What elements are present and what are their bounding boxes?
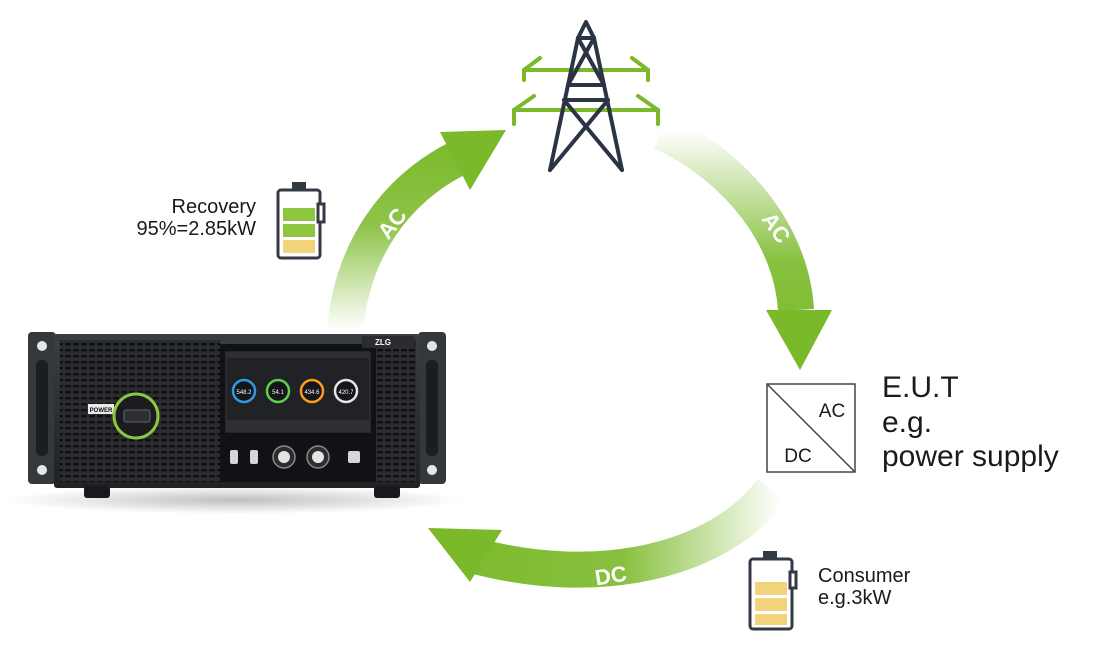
recovery-value: 95%=2.85kW — [136, 218, 256, 241]
eut-example: power supply — [882, 440, 1059, 473]
power-label: POWER — [90, 408, 113, 414]
battery-consumer-icon — [748, 551, 798, 631]
adjust-knob-left[interactable] — [272, 445, 296, 469]
gauge-voltage: 548.2 — [231, 378, 257, 404]
gauge-4-value: 420.7 — [338, 390, 354, 396]
brand-logo: ZLG — [375, 338, 391, 347]
arrow-ac-grid-to-eut: AC — [654, 115, 832, 370]
usb-port-2 — [250, 450, 258, 464]
consumer-value: e.g.3kW — [818, 587, 892, 610]
device-touchscreen[interactable]: 548.2 54.1 434.6 420.7 — [225, 351, 371, 433]
transmission-tower-icon — [512, 20, 660, 172]
gauge-frequency: 420.7 — [333, 378, 359, 404]
eut-label: E.U.T e.g. power supply — [882, 371, 1059, 475]
recovery-title: Recovery — [171, 196, 256, 218]
adjust-knob-right[interactable] — [306, 445, 330, 469]
power-label-plate — [88, 404, 114, 414]
gauge-power: 434.6 — [299, 378, 325, 404]
arrow-label-dc: DC — [593, 561, 628, 591]
converter-dc-label: DC — [784, 446, 811, 467]
converter-ac-label: AC — [819, 401, 845, 422]
consumer-label: Consumer e.g.3kW — [818, 565, 910, 610]
battery-recovery-icon — [276, 182, 326, 260]
arrow-ac-recovery: AC — [327, 130, 506, 332]
gauge-1-value: 548.2 — [236, 390, 252, 396]
power-switch[interactable] — [112, 392, 160, 440]
output-button[interactable] — [348, 451, 360, 463]
regenerative-power-supply-device: POWER ZLG 548.2 54.1 434.6 — [5, 332, 465, 514]
eut-eg: e.g. — [882, 405, 933, 439]
eut-title: E.U.T — [882, 371, 959, 404]
usb-port-1 — [230, 450, 238, 464]
arrow-dc-eut-to-load: DC — [428, 478, 787, 591]
gauge-current: 54.1 — [265, 378, 291, 404]
consumer-title: Consumer — [818, 565, 911, 587]
recovery-label: Recovery 95%=2.85kW — [60, 196, 256, 241]
gauge-3-value: 434.6 — [304, 390, 320, 396]
ac-dc-converter-symbol: AC DC — [766, 383, 856, 473]
gauge-2-value: 54.1 — [272, 390, 284, 396]
